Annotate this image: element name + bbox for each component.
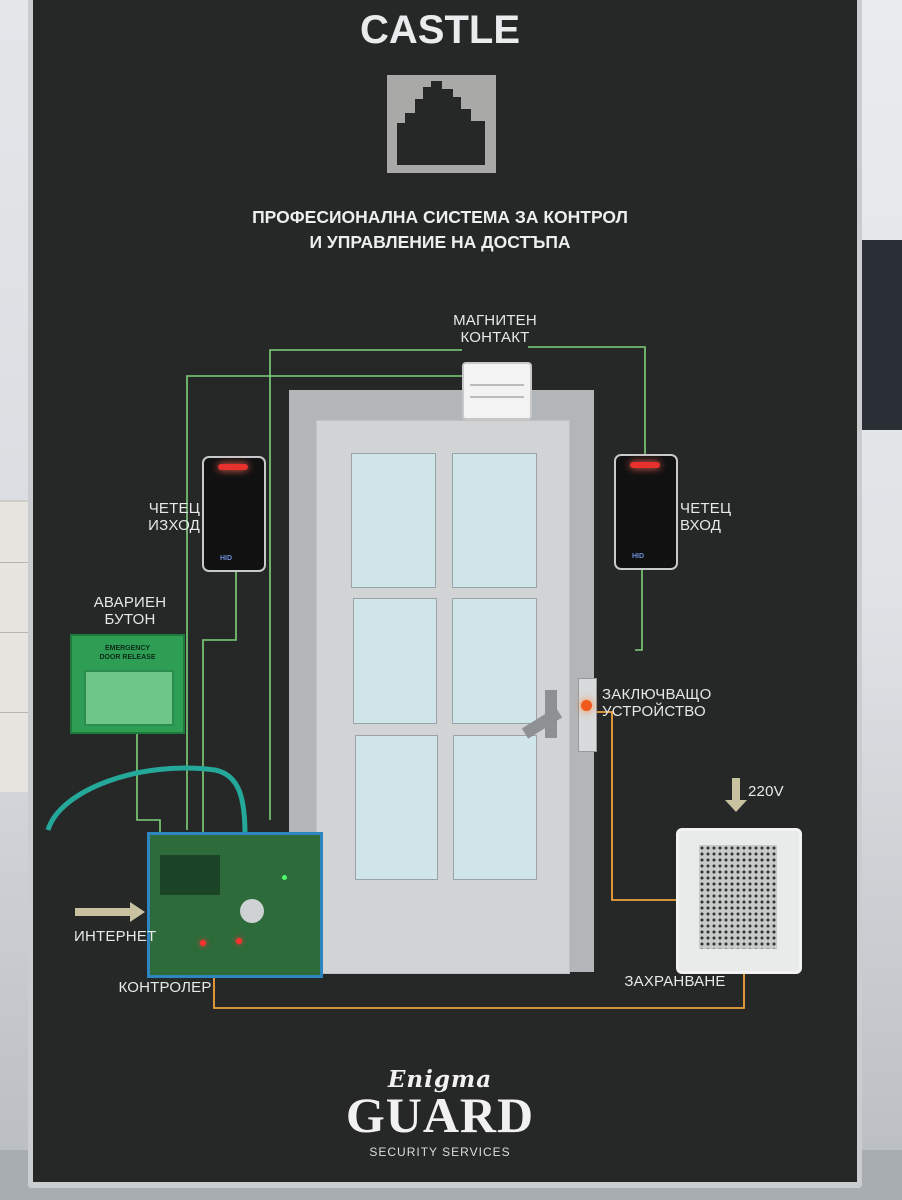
enigma-logo-text: Enigma: [387, 1066, 493, 1093]
power-supply-vent: [699, 845, 777, 949]
emergency-glass: [84, 670, 174, 726]
controller-battery: [240, 899, 264, 923]
wire-exit-reader: [202, 572, 237, 832]
wire-magnet-right: [528, 346, 646, 455]
locking-device-label: ЗАКЛЮЧВАЩО УСТРОЙСТВО: [602, 686, 712, 720]
locking-device: [578, 678, 597, 752]
magnetic-contact-label: МАГНИТЕН КОНТАКТ: [453, 312, 537, 346]
internet-arrow: [75, 902, 145, 922]
castle-logo: [387, 75, 496, 173]
entry-reader-label: ЧЕТЕЦ ВХОД: [680, 500, 732, 534]
controller-led: [282, 875, 287, 880]
controller-chip-area: [160, 855, 220, 895]
network-cable: [45, 765, 248, 836]
glass-pane: [355, 735, 438, 880]
voltage-arrow: [725, 778, 747, 812]
wire-controller-power: [213, 972, 745, 1009]
security-services-text: SECURITY SERVICES: [369, 1145, 511, 1159]
brand-title: CASTLE: [360, 8, 520, 52]
headline: ПРОФЕСИОНАЛНА СИСТЕМА ЗА КОНТРОЛ И УПРАВ…: [150, 205, 730, 255]
power-supply: [676, 828, 802, 974]
glass-pane: [453, 735, 537, 880]
wire-entry-reader: [635, 566, 643, 651]
wire-lock-power: [597, 711, 676, 901]
exit-reader: HID: [202, 456, 266, 572]
castle-icon: [397, 81, 485, 165]
guard-logo-text: GUARD: [345, 1087, 535, 1143]
controller-led: [236, 938, 242, 944]
emergency-door-release: EMERGENCY DOOR RELEASE: [70, 634, 185, 734]
magnetic-contact: [462, 362, 532, 420]
internet-label: ИНТЕРНЕТ: [74, 928, 157, 945]
glass-pane: [452, 453, 537, 588]
background-monitor: [858, 240, 902, 430]
headline-line1: ПРОФЕСИОНАЛНА СИСТЕМА ЗА КОНТРОЛ: [252, 207, 628, 227]
controller-label: КОНТРОЛЕР: [118, 979, 212, 996]
glass-pane: [351, 453, 436, 588]
lock-led: [581, 700, 592, 711]
emergency-box-text: EMERGENCY DOOR RELEASE: [99, 645, 156, 661]
wire-emergency: [136, 730, 161, 832]
voltage-label: 220V: [748, 783, 784, 800]
power-supply-label: ЗАХРАНВАНЕ: [624, 973, 726, 990]
glass-pane: [452, 598, 537, 724]
glass-pane: [353, 598, 437, 724]
emergency-button-label: АВАРИЕН БУТОН: [93, 594, 167, 628]
reader-brand: HID: [220, 555, 233, 562]
exit-reader-label: ЧЕТЕЦ ИЗХОД: [148, 500, 200, 534]
wire-left-loop: [186, 375, 462, 830]
headline-line2: И УПРАВЛЕНИЕ НА ДОСТЪПА: [309, 232, 571, 252]
reader-led: [218, 464, 248, 470]
entry-reader: HID: [614, 454, 678, 570]
controller-board: [147, 832, 323, 978]
wire-magnet-left: [269, 349, 462, 820]
reader-led: [630, 462, 660, 468]
reader-brand: HID: [632, 553, 645, 560]
controller-led: [200, 940, 206, 946]
